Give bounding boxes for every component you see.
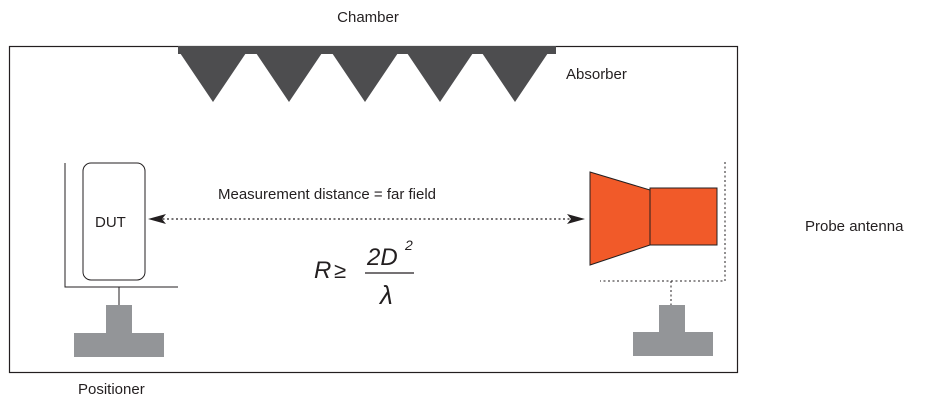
formula-lhs: R bbox=[314, 257, 331, 284]
arrow-head-left bbox=[148, 214, 166, 224]
absorber-cone-4 bbox=[405, 50, 475, 102]
probe-antenna bbox=[589, 171, 718, 266]
chamber-label: Chamber bbox=[337, 9, 399, 26]
probe-positioner bbox=[633, 305, 713, 356]
absorber-cone-1 bbox=[178, 50, 248, 102]
dut-positioner-column bbox=[106, 305, 132, 333]
dut-bracket bbox=[64, 163, 178, 288]
measurement-distance-label: Measurement distance = far field bbox=[218, 186, 436, 203]
measurement-distance-arrow bbox=[148, 214, 585, 224]
dut-label: DUT bbox=[95, 214, 126, 231]
absorber-cone-3 bbox=[330, 50, 400, 102]
far-field-formula: R ≥ 2D 2 λ bbox=[314, 237, 414, 310]
probe-antenna-label: Probe antenna bbox=[805, 218, 904, 235]
formula-denominator: λ bbox=[378, 280, 393, 310]
dut-positioner-base bbox=[74, 333, 164, 357]
formula-exponent: 2 bbox=[404, 237, 413, 253]
probe-horn bbox=[589, 171, 651, 266]
dut-mount bbox=[64, 163, 178, 288]
probe-mount bbox=[600, 162, 726, 305]
probe-body bbox=[649, 187, 718, 246]
positioner-label: Positioner bbox=[78, 381, 145, 398]
formula-numerator: 2D bbox=[366, 244, 398, 271]
absorber-cone-5 bbox=[480, 50, 550, 102]
probe-positioner-base bbox=[633, 332, 713, 356]
absorber-cone-2 bbox=[254, 50, 324, 102]
absorber bbox=[178, 46, 556, 102]
probe-positioner-column bbox=[659, 305, 685, 332]
formula-relation: ≥ bbox=[334, 258, 346, 283]
probe-dotted-bracket bbox=[600, 162, 726, 282]
absorber-label: Absorber bbox=[566, 66, 627, 83]
arrow-head-right bbox=[567, 214, 585, 224]
dut-positioner bbox=[74, 287, 164, 357]
dut-device bbox=[82, 162, 146, 281]
